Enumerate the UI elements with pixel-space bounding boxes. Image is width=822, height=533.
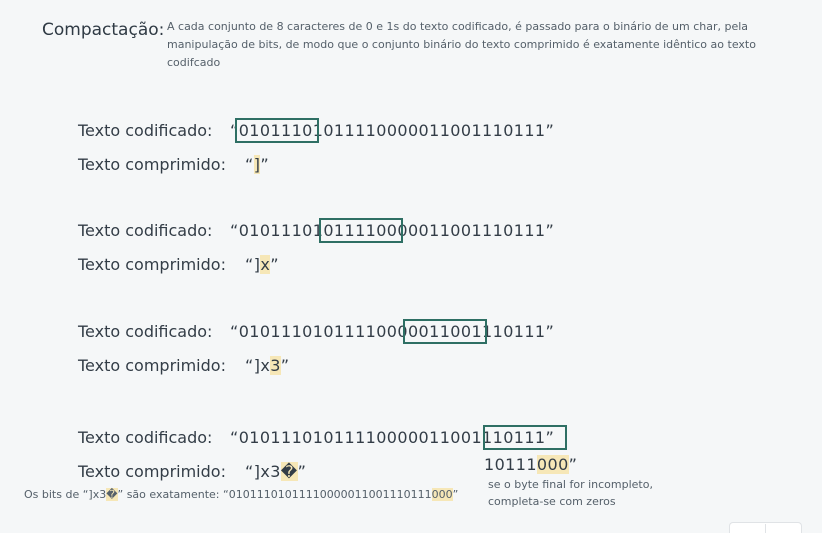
- compressed-label: Texto comprimido:: [78, 155, 226, 174]
- compressed-highlight: �: [280, 462, 298, 481]
- padded-byte-prefix: 10111: [484, 455, 537, 474]
- encoded-label: Texto codificado:: [78, 322, 213, 341]
- compressed-before: “]: [245, 255, 261, 274]
- encoded-text-step-2: “01011101011110000011001110111”: [230, 221, 554, 240]
- encoded-before: “010111010111100000110011: [230, 428, 493, 447]
- compressed-label: Texto comprimido:: [78, 255, 226, 274]
- section-description: A cada conjunto de 8 caracteres de 0 e 1…: [167, 20, 756, 69]
- compressed-text-step-4: “]x3�”: [245, 462, 306, 481]
- encoded-after: 0011001110111”: [407, 221, 555, 240]
- compressed-after: ”: [260, 155, 270, 174]
- footer-prefix: Os bits de “]x3: [24, 488, 107, 501]
- compressed-text-step-3: “]x3”: [245, 356, 290, 375]
- compressed-after: ”: [270, 255, 279, 274]
- compressed-label: Texto comprimido:: [78, 462, 226, 481]
- compressed-highlight: x: [260, 255, 271, 274]
- byte-box-step-4: [483, 425, 567, 450]
- byte-box-step-1: [235, 118, 319, 143]
- encoded-highlight: 00110011: [407, 322, 493, 341]
- encoded-label: Texto codificado:: [78, 121, 213, 140]
- encoded-before: “01011101: [230, 221, 324, 240]
- compressed-after: ”: [280, 356, 290, 375]
- compressed-before: “]x: [245, 356, 271, 375]
- encoded-label: Texto codificado:: [78, 428, 213, 447]
- padded-byte-suffix: ”: [568, 455, 578, 474]
- padded-byte-zeros: 000: [536, 455, 569, 474]
- encoded-highlight: 01011101: [238, 121, 324, 140]
- compressed-text-step-1: “]”: [245, 155, 269, 174]
- encoded-after: ”: [545, 428, 555, 447]
- encoded-text-step-1: “01011101011110000011001110111”: [230, 121, 554, 140]
- slide-nav-divider: [765, 524, 766, 533]
- padding-note-line-2: completa-se com zeros: [488, 495, 616, 508]
- compressed-text-step-2: “]x”: [245, 255, 279, 274]
- compressed-highlight: 3: [270, 356, 281, 375]
- encoded-label: Texto codificado:: [78, 221, 213, 240]
- footer-bits-summary: Os bits de “]x3�” são exatamente: “01011…: [24, 488, 458, 501]
- byte-box-step-3: [403, 319, 487, 344]
- encoded-highlight: 01111000: [323, 221, 408, 240]
- encoded-text-step-4: “01011101011110000011001110111”: [230, 428, 554, 447]
- compressed-before: “: [245, 155, 254, 174]
- footer-suffix: ”: [452, 488, 459, 501]
- encoded-highlight: 10111: [492, 428, 546, 447]
- encoded-before: “0101110101111000: [230, 322, 408, 341]
- encoded-after: 10111”: [492, 322, 555, 341]
- encoded-after: 011110000011001110111”: [323, 121, 555, 140]
- compressed-label: Texto comprimido:: [78, 356, 226, 375]
- compressed-before: “]x3: [245, 462, 281, 481]
- padded-byte: 10111000”: [484, 455, 577, 474]
- byte-box-step-2: [319, 218, 403, 243]
- compressed-highlight: ]: [253, 155, 261, 174]
- padding-note-line-1: se o byte final for incompleto,: [488, 478, 653, 491]
- footer-middle: ” são exatamente: “010111010111100000110…: [117, 488, 432, 501]
- encoded-before: “: [230, 121, 239, 140]
- footer-char: �: [106, 488, 118, 501]
- compressed-after: ”: [297, 462, 307, 481]
- section-title: Compactação:: [42, 20, 165, 40]
- footer-zeros: 000: [431, 488, 453, 501]
- encoded-text-step-3: “01011101011110000011001110111”: [230, 322, 554, 341]
